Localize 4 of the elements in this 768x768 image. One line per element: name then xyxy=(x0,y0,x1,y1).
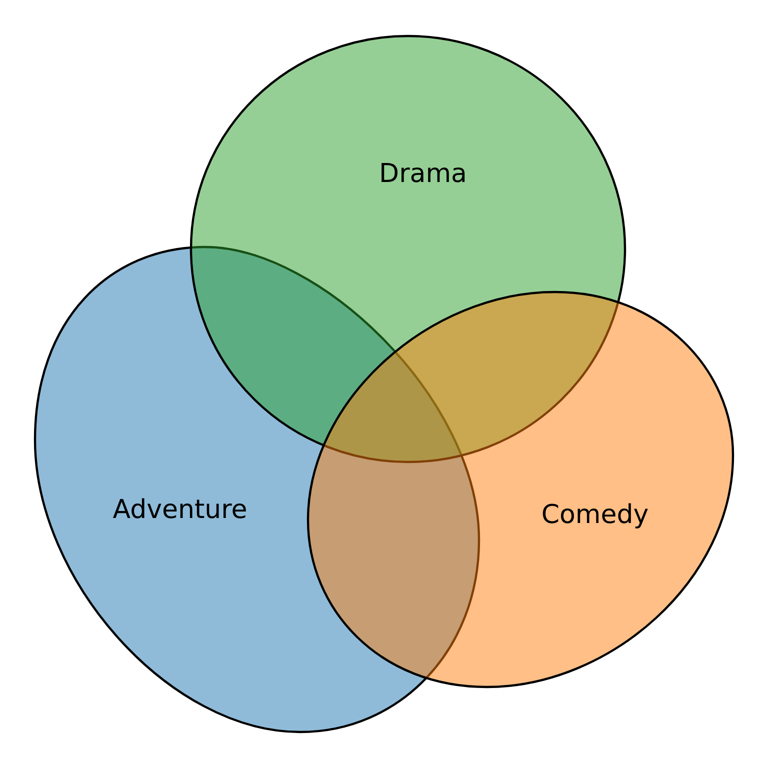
set-shape xyxy=(306,290,735,689)
set-label: Drama xyxy=(379,159,467,189)
set-label: Comedy xyxy=(541,500,649,530)
set-label: Adventure xyxy=(112,495,248,525)
